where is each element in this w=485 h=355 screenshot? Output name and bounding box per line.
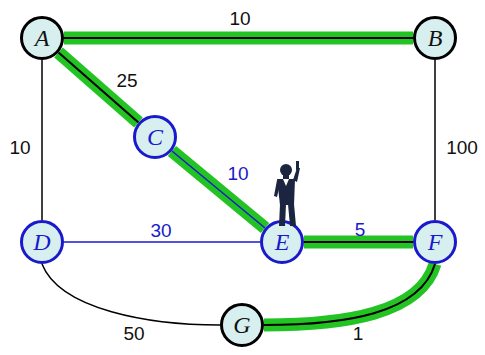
spy-head <box>280 164 292 176</box>
vertex-label: E <box>275 230 290 254</box>
vertex-outline <box>415 18 456 59</box>
vertex-label: F <box>428 230 443 254</box>
spy-arm-left <box>274 180 280 197</box>
graph-edge <box>434 60 436 220</box>
graph-vertex: C <box>133 115 177 159</box>
edge-weight: 30 <box>150 221 171 240</box>
shortest-path-highlight <box>59 52 139 122</box>
shortest-path-highlight <box>264 264 435 325</box>
edge-weight: 10 <box>229 9 250 28</box>
graph-vertex: G <box>220 303 264 347</box>
vertex-outline <box>135 117 176 158</box>
vertex-outline <box>415 222 456 263</box>
graph-vertex: F <box>413 220 457 264</box>
graph-vertex: E <box>260 220 304 264</box>
spy-figure <box>274 161 300 226</box>
edge-weight: 5 <box>355 220 366 239</box>
edge-weight: 25 <box>116 71 137 90</box>
shortest-path-highlight <box>64 32 413 45</box>
graph-edge <box>41 60 43 220</box>
graph-edge <box>42 264 220 325</box>
graph-edge <box>64 37 413 39</box>
spy-neck <box>283 175 289 179</box>
spy-collar <box>283 179 289 186</box>
line-layer <box>42 38 435 325</box>
highlight-layer <box>59 38 435 325</box>
graph-edge <box>304 241 413 243</box>
edge-weight: 100 <box>446 138 478 157</box>
vertex-label: D <box>33 230 50 254</box>
edge-weight: 50 <box>123 324 144 343</box>
spy-arm <box>293 168 300 182</box>
shortest-path-highlight <box>172 151 265 228</box>
edge-weight: 10 <box>227 164 248 183</box>
graph-vertex: D <box>20 220 64 264</box>
vertex-outline <box>262 222 303 263</box>
vertex-label: A <box>35 26 50 50</box>
graph-vertex: B <box>413 16 457 60</box>
spy-gun <box>296 161 299 170</box>
graph-edge <box>172 151 265 228</box>
edge-weight: 1 <box>353 324 364 343</box>
graph-edge <box>59 52 139 122</box>
graph-edge <box>64 241 260 243</box>
vertex-label: G <box>233 313 250 337</box>
spy-torso <box>277 179 295 205</box>
graph-vertex: A <box>20 16 64 60</box>
vertex-outline <box>22 222 63 263</box>
graph-edge <box>264 264 435 325</box>
vertex-outline <box>222 305 263 346</box>
vertex-outline <box>22 18 63 59</box>
vertex-label: B <box>428 26 443 50</box>
edge-weight: 10 <box>9 138 30 157</box>
vertex-label: C <box>147 125 163 149</box>
